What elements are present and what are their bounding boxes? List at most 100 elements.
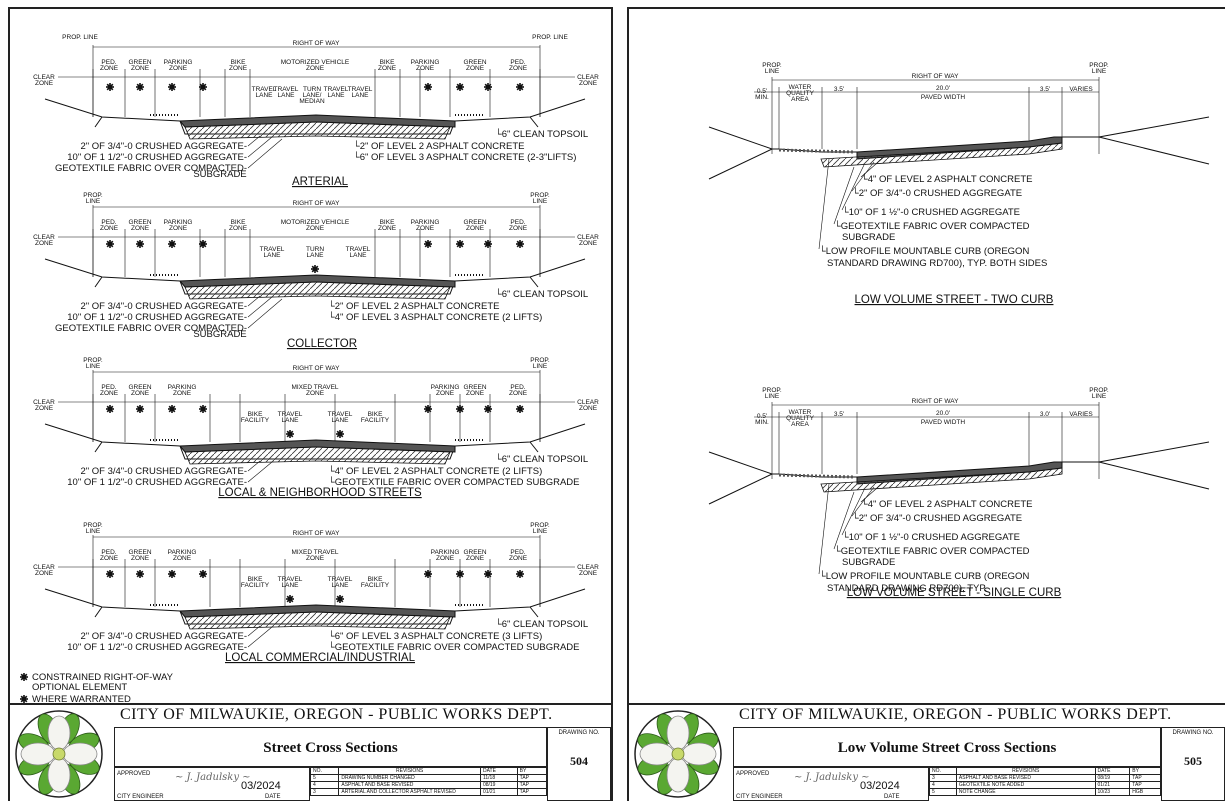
tree-symbol: [199, 570, 207, 578]
callout-text: 10" OF 1 1/2"-0 CRUSHED AGGREGATE-: [67, 642, 247, 653]
water-quality-label: QUALITY: [786, 415, 814, 422]
lane-label: LANE: [282, 582, 300, 589]
parking-zone-label: PARKING: [168, 549, 197, 556]
tree-symbol: [516, 83, 524, 91]
aggregate-layer: [820, 142, 1063, 168]
callout-text: └GEOTEXTILE FABRIC OVER COMPACTED SUBGRA…: [328, 641, 580, 653]
prop-line-label: PROP.: [530, 522, 550, 529]
tree-symbol: [199, 405, 207, 413]
ped-zone-label: ZONE: [509, 390, 528, 397]
title-block-505: CITY OF MILWAUKIE, OREGON - PUBLIC WORKS…: [629, 703, 1225, 801]
tree-symbol: [136, 240, 144, 248]
date-label: DATE: [265, 794, 281, 800]
water-quality-label: WATER: [789, 84, 812, 91]
right-of-way-label: RIGHT OF WAY: [293, 200, 340, 207]
parking-zone-label: PARKING: [431, 384, 460, 391]
callout-text: 10" OF 1 1/2"-0 CRUSHED AGGREGATE-: [67, 477, 247, 488]
lane-label: FACILITY: [241, 417, 270, 424]
water-quality-label: WATER: [789, 409, 812, 416]
callout-text: └6" OF LEVEL 3 ASPHALT CONCRETE (3 LIFTS…: [328, 630, 542, 642]
dimension-label: 20.0': [936, 410, 950, 417]
green-zone-label: ZONE: [466, 390, 485, 397]
ped-zone-label: ZONE: [100, 225, 119, 232]
callout-text: └4" OF LEVEL 3 ASPHALT CONCRETE (2 LIFTS…: [328, 311, 542, 323]
parking-zone-label: ZONE: [416, 65, 435, 72]
table-cell: DRAWING NUMBER CHANGED: [338, 774, 481, 782]
prop-line-label: PROP.: [1089, 62, 1109, 69]
aggregate-layer: [184, 281, 451, 300]
table-cell: TAP: [516, 774, 548, 782]
lane-label: BIKE: [248, 576, 263, 583]
ped-zone-label: PED.: [510, 384, 525, 391]
green-zone-label: ZONE: [466, 65, 485, 72]
parking-zone-label: ZONE: [169, 225, 188, 232]
bike-zone-label: ZONE: [229, 225, 248, 232]
table-cell: HGB: [1129, 788, 1161, 796]
tree-symbol: [136, 405, 144, 413]
city-engineer-label: CITY ENGINEER: [736, 794, 783, 800]
right-of-way-label: RIGHT OF WAY: [293, 530, 340, 537]
table-cell: TAP: [516, 781, 548, 789]
right-of-way-label: RIGHT OF WAY: [293, 365, 340, 372]
water-quality-label: AREA: [791, 96, 809, 103]
dogwood-logo-icon: [14, 709, 104, 799]
section-title: LOCAL & NEIGHBORHOOD STREETS: [218, 487, 422, 499]
tree-symbol: [424, 570, 432, 578]
table-cell: NO.: [929, 767, 957, 775]
approval-date: 03/2024: [241, 780, 281, 792]
lane-label: FACILITY: [241, 582, 270, 589]
table-cell: DATE: [1094, 767, 1131, 775]
clear-zone-label: ZONE: [35, 570, 54, 577]
parking-zone-label: PARKING: [411, 219, 440, 226]
parking-zone-label: ZONE: [436, 390, 455, 397]
prop-line-label: LINE: [765, 68, 780, 75]
green-zone-label: ZONE: [131, 225, 150, 232]
callout-text: 2" OF 3/4"-0 CRUSHED AGGREGATE-: [80, 301, 247, 312]
callout-text: 10" OF 1 1/2"-0 CRUSHED AGGREGATE-: [67, 312, 247, 323]
green-zone-label: GREEN: [128, 219, 151, 226]
tree-symbol: [424, 83, 432, 91]
clear-zone-label: ZONE: [35, 405, 54, 412]
dimension-label: 0.5': [757, 413, 767, 420]
legend-text: OPTIONAL ELEMENT: [32, 682, 127, 693]
clear-zone-label: ZONE: [579, 405, 598, 412]
center-zone-label: ZONE: [306, 390, 325, 397]
dimension-label: 3.5': [1040, 86, 1050, 93]
table-cell: 5: [929, 788, 957, 796]
prop-line-label: PROP.: [1089, 387, 1109, 394]
center-zone-label: MOTORIZED VEHICLE: [281, 219, 350, 226]
where-warranted-symbol: [20, 695, 28, 703]
callout-text: └LOW PROFILE MOUNTABLE CURB (OREGON: [819, 245, 1029, 257]
lane-label: TRAVEL: [278, 411, 303, 418]
table-cell: 10/23: [1094, 788, 1131, 796]
dimension-label: MIN.: [755, 419, 769, 426]
table-cell: 4: [929, 781, 957, 789]
ped-zone-label: PED.: [510, 219, 525, 226]
callout-text: └2" OF 3/4"-0 CRUSHED AGGREGATE: [852, 512, 1022, 524]
topsoil-callout: └6" CLEAN TOPSOIL: [495, 128, 588, 140]
lane-label: TRAVEL: [324, 86, 349, 93]
prop-line-label: LINE: [533, 363, 548, 370]
lane-label: BIKE: [248, 411, 263, 418]
callout-text: └GEOTEXTILE FABRIC OVER COMPACTED: [834, 545, 1030, 557]
sheet-title-box: Street Cross Sections: [114, 727, 547, 767]
tree-symbol: [424, 405, 432, 413]
parking-zone-label: ZONE: [173, 390, 192, 397]
parking-zone-label: ZONE: [173, 555, 192, 562]
prop-line-label: PROP.: [762, 387, 782, 394]
topsoil-callout: └6" CLEAN TOPSOIL: [495, 618, 588, 630]
bike-zone-label: ZONE: [378, 225, 397, 232]
dimension-label: VARIES: [1069, 411, 1093, 418]
tree-symbol: [456, 83, 464, 91]
tree-symbol: [136, 83, 144, 91]
green-zone-label: GREEN: [128, 549, 151, 556]
clear-zone-label: CLEAR: [577, 234, 599, 241]
section-title: ARTERIAL: [292, 176, 349, 188]
paved-width-label: PAVED WIDTH: [921, 94, 965, 101]
callout-text: └2" OF LEVEL 2 ASPHALT CONCRETE: [353, 140, 524, 152]
callout-text: └2" OF 3/4"-0 CRUSHED AGGREGATE: [852, 187, 1022, 199]
